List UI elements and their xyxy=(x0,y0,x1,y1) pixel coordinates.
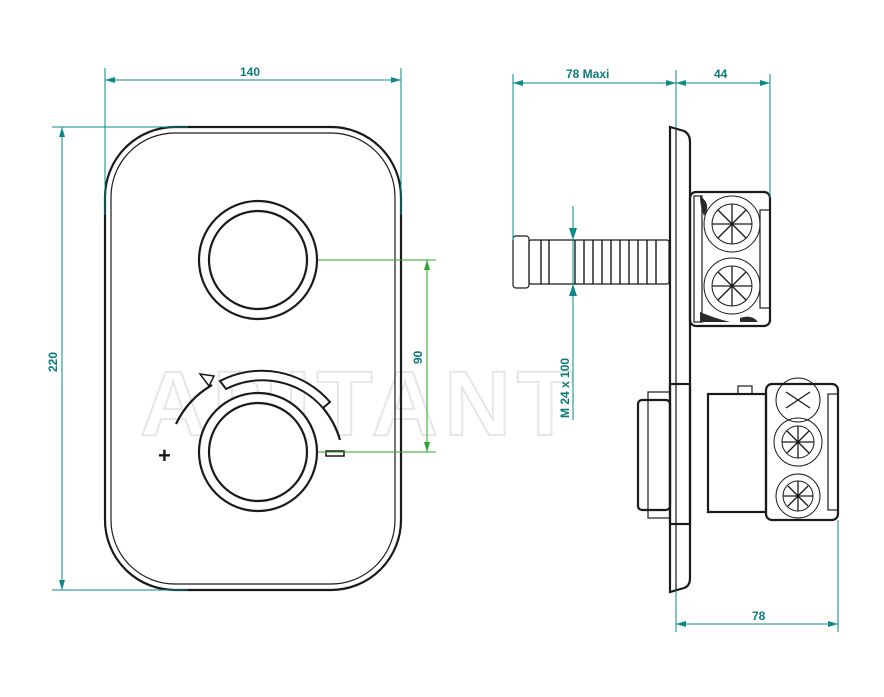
side-plate xyxy=(668,125,692,594)
upper-knob-outer xyxy=(197,199,319,321)
temperature-arc-top xyxy=(218,369,332,410)
dimension-depth-max-label: 78 Maxi xyxy=(566,67,609,81)
dimension-thread: M 24 x 100 xyxy=(558,206,577,420)
threaded-rod xyxy=(512,235,670,289)
side-view: 78 Maxi 44 M 24 x 100 78 xyxy=(512,67,840,632)
dimension-bottom-depth-label: 78 xyxy=(752,609,766,623)
front-view: + 140 220 90 xyxy=(46,65,436,592)
plate-inner-outline xyxy=(110,132,396,585)
dimension-width: 140 xyxy=(104,65,402,215)
dimension-height: 220 xyxy=(46,126,188,591)
lower-knob-inner xyxy=(207,401,309,503)
dimension-height-label: 220 xyxy=(46,352,60,372)
plate-outline xyxy=(103,125,403,592)
plus-symbol: + xyxy=(158,443,171,468)
dimension-thread-label: M 24 x 100 xyxy=(558,358,572,418)
dimension-front-depth-label: 44 xyxy=(714,67,728,81)
upper-knob-side xyxy=(688,190,772,328)
dimension-width-label: 140 xyxy=(240,65,260,79)
dimension-front-depth: 44 xyxy=(676,67,771,198)
dimension-depth-max: 78 Maxi xyxy=(512,67,677,240)
dimension-spacing-label: 90 xyxy=(411,350,425,364)
minus-symbol xyxy=(325,450,345,457)
lower-valve-body xyxy=(636,382,768,526)
indicator-triangle xyxy=(198,373,216,388)
dimension-spacing: 90 xyxy=(318,259,436,453)
lower-knob-outer xyxy=(197,391,319,513)
temperature-arc-left xyxy=(175,384,213,425)
upper-knob-inner xyxy=(207,209,309,311)
dimension-bottom-depth: 78 xyxy=(675,520,839,632)
lower-knob-side xyxy=(764,377,840,522)
temperature-arc-right xyxy=(322,407,342,441)
